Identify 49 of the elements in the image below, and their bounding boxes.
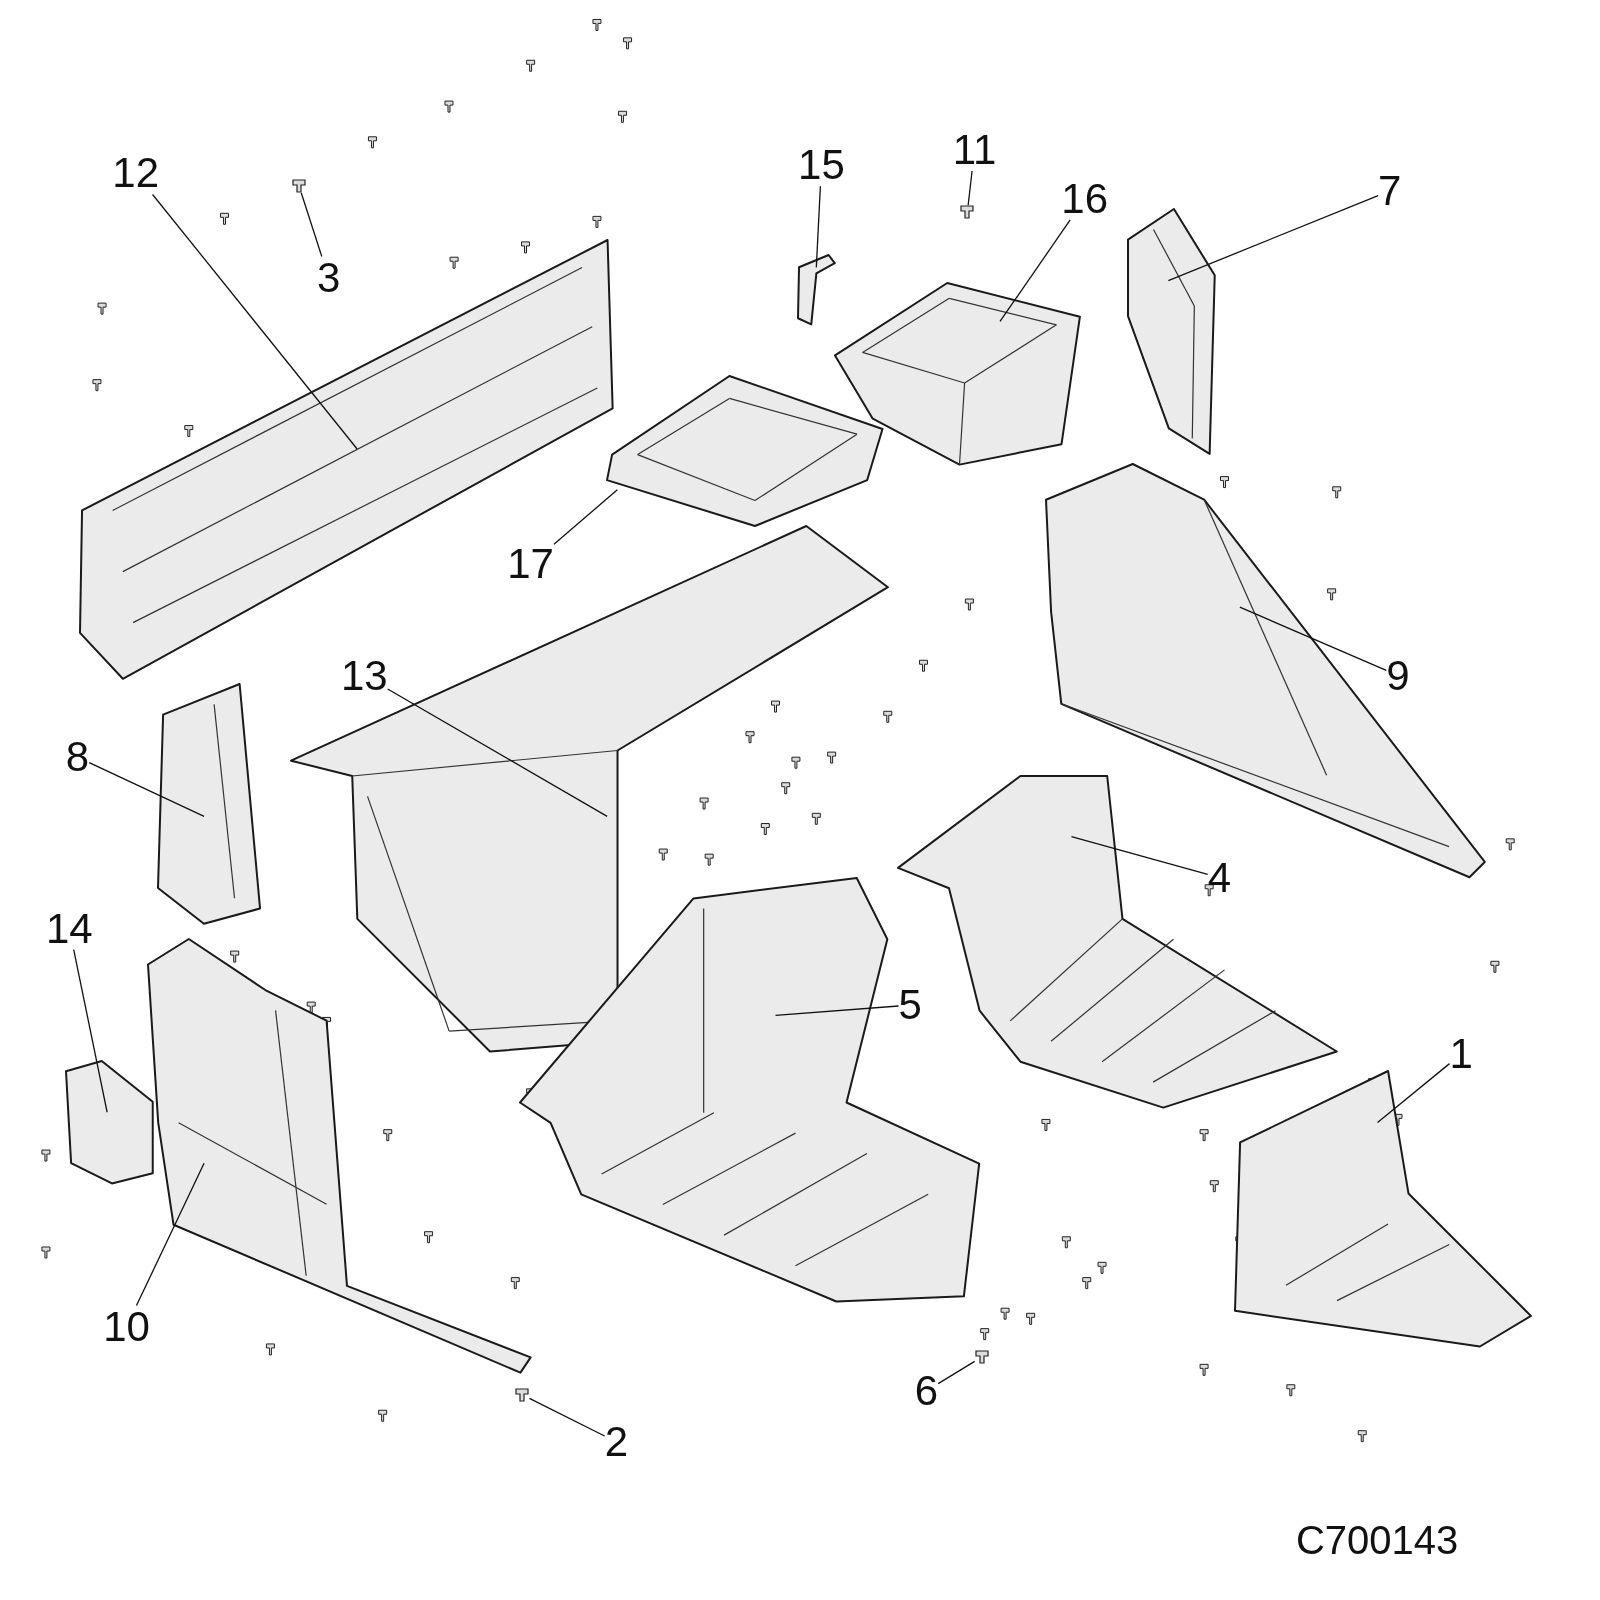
leader-line (387, 688, 608, 817)
leader-line (88, 761, 205, 817)
callout-number: 5 (898, 984, 922, 1027)
callout-number: 16 (1061, 177, 1109, 220)
trim-panel-drawing (66, 1061, 154, 1184)
leader-line (937, 1360, 976, 1385)
callout-number: 12 (112, 152, 160, 195)
callout-number: 1 (1449, 1033, 1473, 1076)
fastener-drawing (291, 178, 306, 193)
callout-number: 2 (604, 1420, 628, 1463)
callout-number: 15 (798, 144, 845, 187)
storage-bin-drawing (834, 282, 1080, 465)
floor-panel-drawing (520, 877, 980, 1301)
leader-line (73, 948, 108, 1113)
leader-line (553, 489, 618, 545)
leader-line (967, 170, 973, 206)
clip-drawing (960, 205, 975, 220)
rocker-panel-drawing (147, 938, 531, 1373)
callout-number: 10 (103, 1305, 150, 1348)
leader-line (774, 1005, 900, 1016)
figure-number: C700143 (1295, 1520, 1459, 1561)
leader-line (528, 1397, 606, 1437)
callout-number: 13 (340, 654, 388, 697)
leader-line (1239, 606, 1387, 672)
callout-number: 8 (65, 736, 90, 779)
leader-line (151, 193, 358, 450)
console-drawing (1234, 1071, 1531, 1347)
side-panel-drawing (158, 683, 261, 924)
callout-number: 14 (46, 907, 93, 950)
leader-line (999, 219, 1071, 323)
callout-number: 9 (1386, 654, 1410, 697)
callout-number: 11 (952, 129, 997, 171)
callout-number: 7 (1378, 169, 1402, 212)
clip-drawing (974, 1350, 989, 1365)
callout-number: 17 (507, 543, 554, 586)
callout-number: 6 (914, 1369, 939, 1412)
leader-line (300, 192, 323, 258)
callout-number: 3 (316, 256, 341, 299)
callout-number: 4 (1207, 856, 1232, 899)
leader-line (1167, 194, 1379, 282)
fastener-drawing (515, 1387, 530, 1402)
bracket-drawing (797, 255, 835, 325)
tray-drawing (607, 375, 883, 526)
floor-panel-drawing (897, 775, 1337, 1108)
leader-line (815, 185, 821, 268)
leader-line (1376, 1062, 1451, 1124)
leader-line (135, 1162, 205, 1307)
leader-line (1070, 836, 1209, 875)
side-panel-drawing (1127, 209, 1215, 455)
